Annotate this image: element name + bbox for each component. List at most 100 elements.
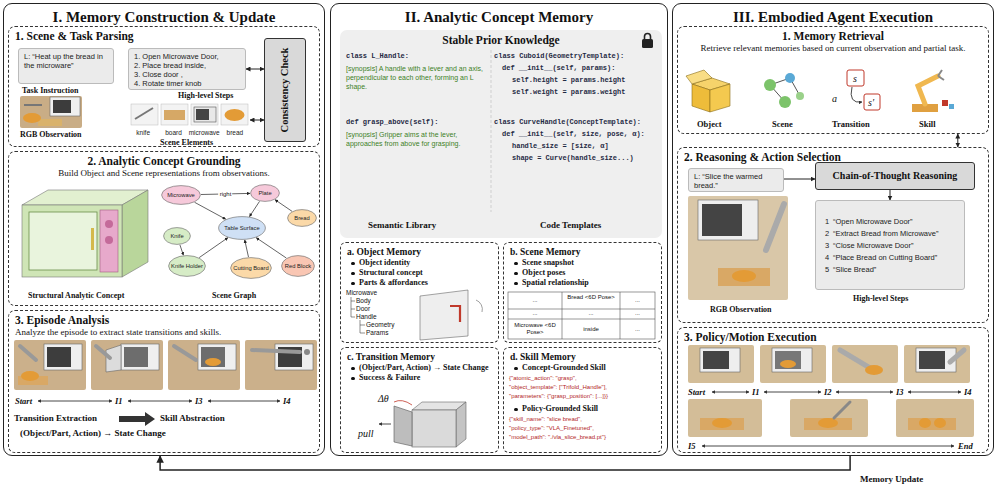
illustration-path — [645, 34, 651, 40]
illustration-rect — [908, 418, 956, 430]
illustration-circle — [779, 96, 791, 108]
illustration-ellipse — [23, 113, 41, 123]
timeline-arrows — [38, 401, 280, 402]
caption: Semantic Library — [368, 220, 436, 231]
illustration-ellipse — [934, 418, 946, 428]
illustration-rect — [100, 210, 118, 272]
code-line: class CurveHandle(ConceptTemplate): — [494, 118, 641, 127]
connector — [957, 134, 958, 147]
connector — [201, 193, 250, 194]
illustration-rect — [275, 344, 313, 370]
illustration-rect — [340, 30, 662, 238]
illustration-rect — [698, 200, 758, 240]
timeline-label: I4 — [283, 396, 291, 406]
connector — [180, 245, 184, 255]
ellipse-outline — [282, 256, 315, 277]
node-text: Knife Holder — [171, 263, 203, 270]
retrieval-icons — [686, 70, 954, 112]
timeline-label: I3 — [195, 396, 203, 406]
node-text: III. Embodied Agent Execution — [673, 8, 993, 26]
illustration-rect — [942, 100, 948, 106]
illustration-ellipse — [225, 109, 245, 121]
caption: (Object/Part, Action) → State Change — [20, 428, 166, 439]
code-line: self.weight = params.weight — [512, 88, 625, 97]
ellipse-outline — [219, 217, 266, 240]
section-box: 3. Policy/Motion Execution — [677, 327, 989, 453]
illustration-rect — [164, 110, 185, 120]
illustration-path — [950, 350, 964, 362]
illustration-line — [620, 292, 621, 339]
symbol-label: s′ — [868, 97, 874, 108]
caption: Structural Analytic Concept — [28, 291, 124, 301]
illustration-line — [508, 309, 655, 310]
illustration-line — [379, 424, 391, 425]
tree-label: Handle — [356, 313, 377, 321]
edge-label: right — [219, 190, 233, 197]
illustration-path — [394, 401, 412, 405]
node-text: 5 — [821, 265, 833, 274]
illustration-rect — [702, 204, 742, 236]
illustration-path — [450, 306, 460, 322]
memory-box: c. Transition Memory(Object/Part, Action… — [340, 347, 499, 453]
section-box: 1. Memory RetrievalRetrieve relevant mem… — [677, 26, 989, 134]
node-text: 3. Episode Analysis — [15, 313, 313, 327]
illustration-rect — [196, 109, 209, 120]
node-text: 2. Analytic Concept Grounding — [15, 154, 313, 168]
reasoning-box: Chain-of-Thought Reasoning — [815, 162, 975, 190]
timeline-label: Start — [15, 396, 32, 406]
ellipse-outline — [251, 185, 280, 202]
node-text: L: “Heat up the bread in the microware” — [24, 52, 108, 70]
node-text: “Close Microwave Door” — [833, 241, 959, 250]
timeline-label: End — [958, 441, 973, 451]
node-text: Policy-Grounded Skill — [510, 404, 655, 414]
illustration-rect — [50, 97, 80, 116]
panel: III. Embodied Agent Execution1. Memory R… — [672, 3, 994, 456]
illustration-ellipse — [712, 418, 732, 428]
section-box: 2. Analytic Concept GroundingBuild Objec… — [8, 151, 320, 306]
illustration-rect — [29, 212, 97, 270]
illustration-rect — [412, 410, 456, 447]
illustration-rect — [91, 340, 163, 390]
node-text: “Place Bread on Cutting Board” — [833, 253, 959, 262]
node-text: Chain-of-Thought Reasoning — [833, 170, 958, 182]
scene-elements-strip: knifeboardmicrowavebread — [128, 103, 250, 137]
caption: High-level Steps — [853, 294, 908, 304]
caption: Transition Extraction — [14, 413, 97, 424]
node-text: Parts & affordances — [347, 278, 492, 288]
node-text: Scene snapshot — [510, 258, 655, 268]
connector — [246, 69, 264, 70]
code-line: shape = Curve(handle_size...) — [512, 154, 634, 163]
illustration-ellipse — [732, 270, 756, 282]
illustration-polygon — [394, 406, 412, 446]
illustration-path — [135, 108, 153, 119]
json-line: "policy_type": "VLA_Finetuned", — [509, 424, 594, 432]
illustration-rect — [508, 292, 655, 339]
node-text: 2 — [821, 229, 833, 238]
node-text: Object identity — [347, 258, 492, 268]
timeline-label: I1 — [115, 396, 123, 406]
illustration-rect — [804, 418, 852, 430]
icon-label: Scene — [772, 119, 793, 129]
illustration-rect — [896, 399, 974, 437]
json-line: {"atomic_action": "grasp", — [509, 374, 577, 382]
connector — [160, 456, 850, 470]
illustration-line — [208, 401, 280, 402]
illustration-rect — [38, 119, 62, 126]
node-text: knife — [128, 129, 158, 137]
table-cell: Bread <6D Pose> — [562, 294, 620, 301]
node-text: Structural concept — [347, 268, 492, 278]
illustration-rect — [904, 345, 970, 383]
illustration-line — [128, 401, 192, 402]
node-text: b. Scene Memory — [510, 246, 655, 258]
caption: High-level Steps — [178, 91, 233, 101]
illustration-rect — [53, 100, 71, 113]
steps-box: 1. Open Microwave Door,2. Place bread in… — [128, 48, 246, 90]
timeline-label: I1 — [752, 387, 760, 397]
section-box: 2. Reasoning & Action SelectionL: “Slice… — [677, 147, 989, 323]
symbol-label: a — [832, 93, 837, 104]
graph-node: Bread — [287, 209, 317, 227]
table-cell: ... — [620, 310, 655, 317]
illustration-rect — [775, 351, 801, 369]
illustration-path — [840, 350, 870, 368]
illustration-rect — [121, 344, 159, 370]
